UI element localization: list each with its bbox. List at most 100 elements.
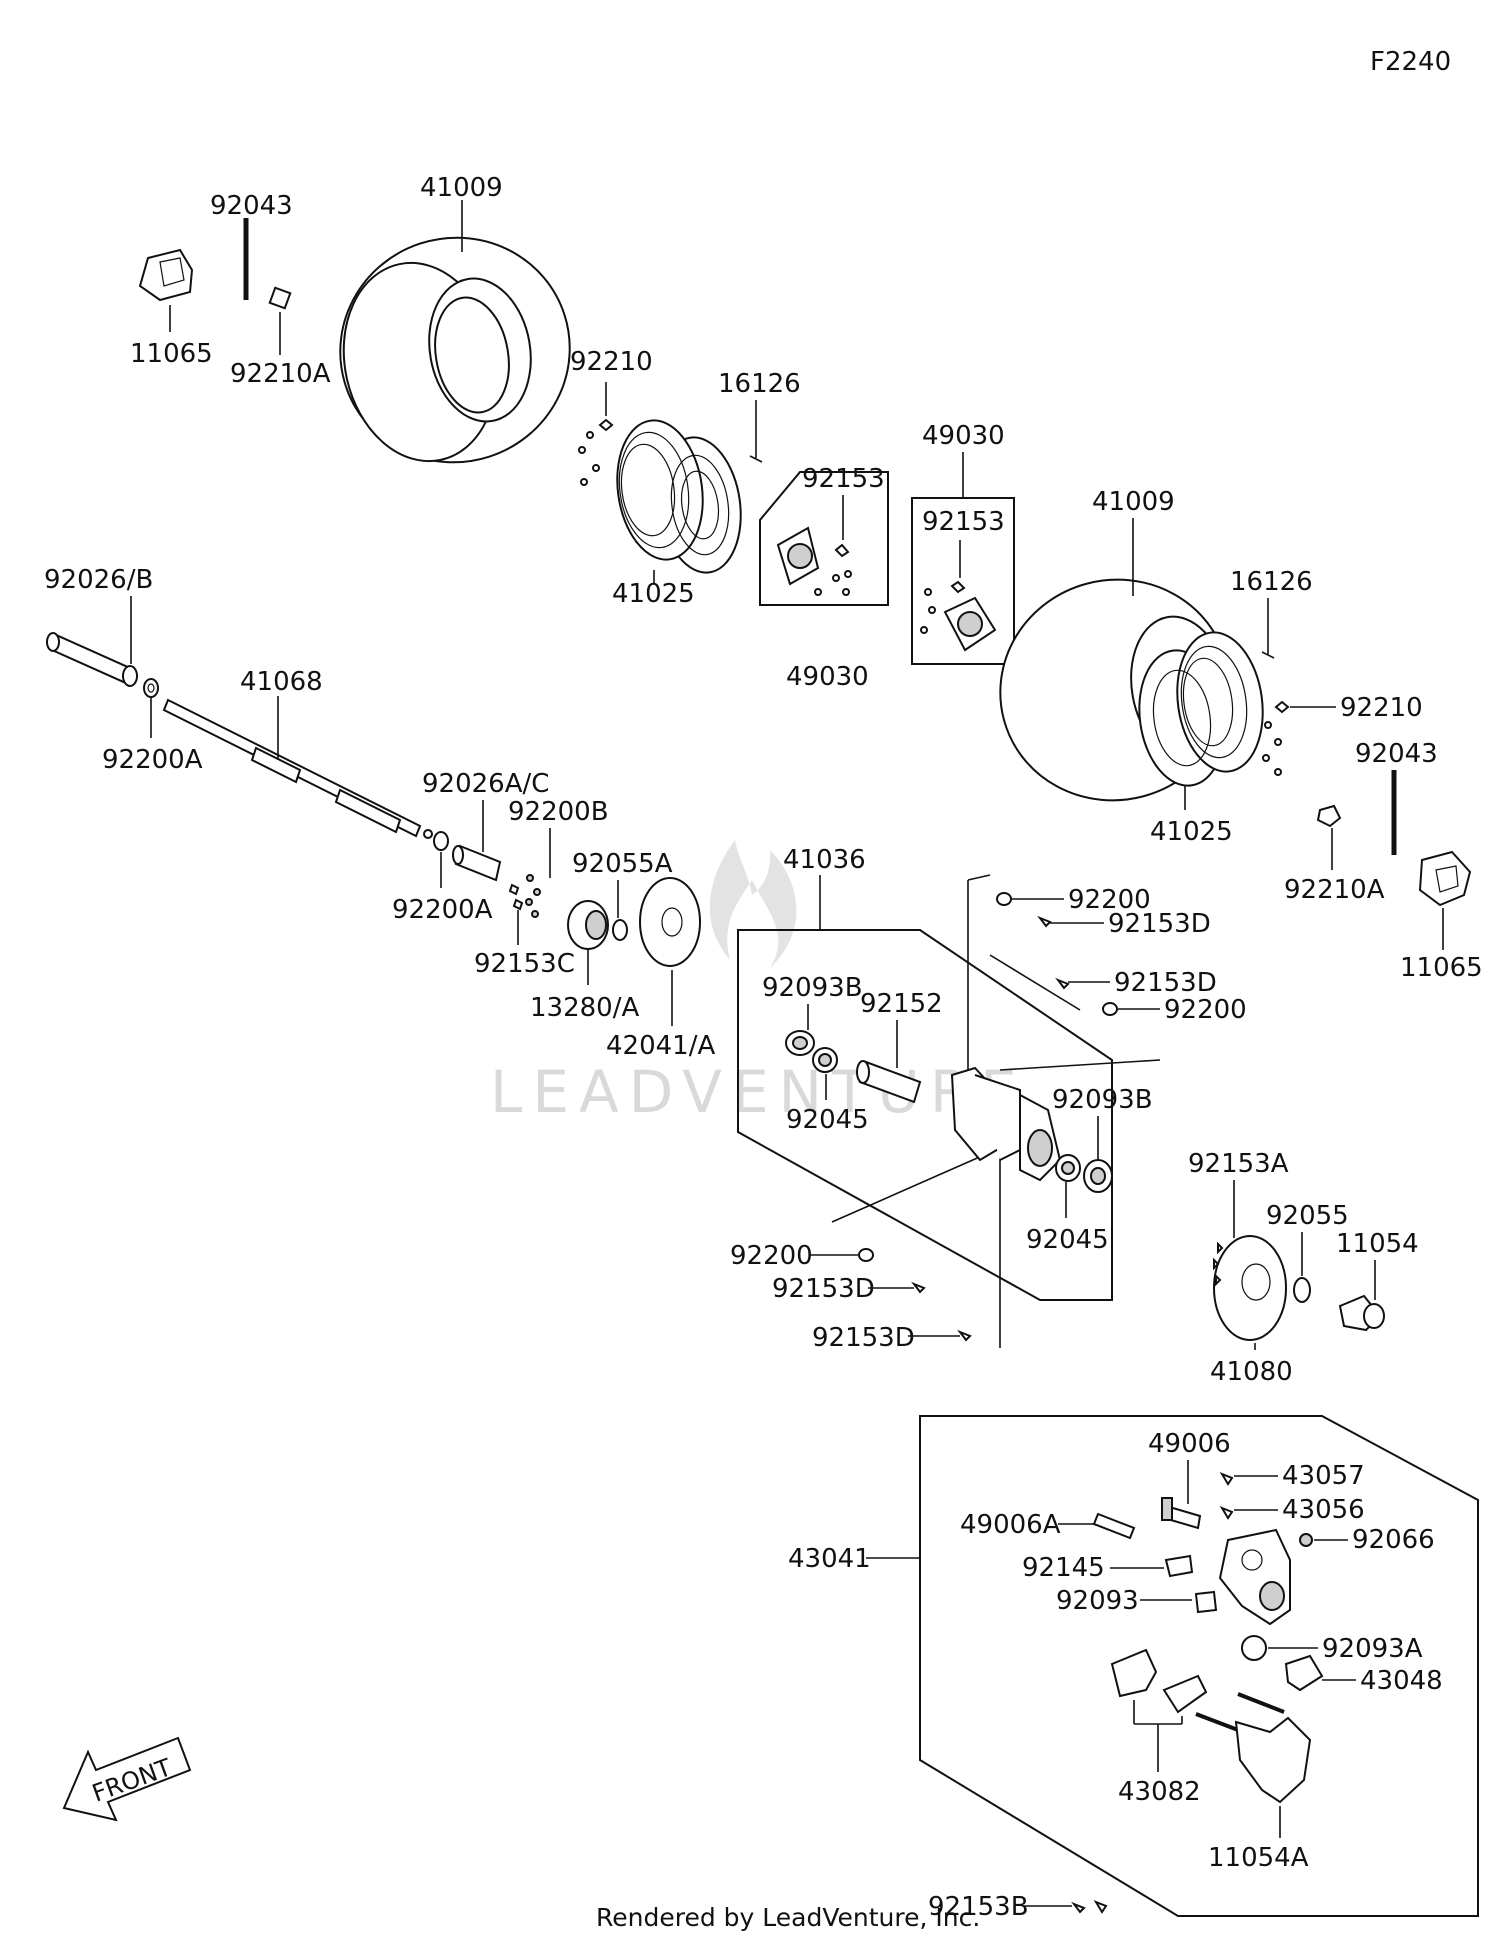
pin-49006 <box>1161 1497 1202 1530</box>
label-92210A-left: 92210A <box>230 359 331 389</box>
label-41009-left: 41009 <box>420 173 503 203</box>
label-92045-right: 92045 <box>1026 1225 1109 1255</box>
label-92200-mid: 92200 <box>1164 995 1247 1025</box>
bracket-11054A <box>1195 1692 1312 1804</box>
washer-92200-bottom <box>858 1248 874 1262</box>
hub-kit-49030-left <box>759 471 889 606</box>
label-92066: 92066 <box>1352 1525 1435 1555</box>
seal-92045-left <box>812 1047 838 1073</box>
label-92093B-left: 92093B <box>762 973 863 1003</box>
label-11054: 11054 <box>1336 1229 1419 1259</box>
tire-41009-left <box>339 236 571 464</box>
axle-shaft-41068 <box>162 698 433 839</box>
washer-92200-mid <box>1102 1002 1118 1016</box>
nut-92210A-right <box>1316 804 1342 828</box>
footer-credit: Rendered by LeadVenture, Inc. <box>596 1903 980 1932</box>
sleeve-92026AC <box>452 844 502 882</box>
label-92153B: 92153B <box>928 1892 1029 1922</box>
bolts-92200B <box>525 874 541 918</box>
label-43048: 43048 <box>1360 1666 1443 1696</box>
piston-43048 <box>1284 1654 1324 1692</box>
label-92093A: 92093A <box>1322 1634 1423 1664</box>
label-92200B: 92200B <box>508 797 609 827</box>
label-92200-bottom: 92200 <box>730 1241 813 1271</box>
label-42041A: 42041/A <box>606 1031 715 1061</box>
label-43057: 43057 <box>1282 1461 1365 1491</box>
hub-13280A <box>567 900 609 950</box>
label-92200A-left: 92200A <box>102 745 203 775</box>
label-43041: 43041 <box>788 1544 871 1574</box>
label-41080: 41080 <box>1210 1357 1293 1387</box>
label-92145: 92145 <box>1022 1553 1105 1583</box>
bolts-92153C <box>508 883 524 911</box>
label-92093: 92093 <box>1056 1586 1139 1616</box>
bolt-92153B-a <box>1071 1901 1086 1914</box>
wheel-41025-right <box>1138 631 1282 787</box>
label-41009-right: 41009 <box>1092 487 1175 517</box>
label-92153A: 92153A <box>1188 1149 1289 1179</box>
bleeder-92066 <box>1299 1533 1313 1547</box>
label-92153D-bottom-a: 92153D <box>772 1274 875 1304</box>
label-92026B: 92026/B <box>44 565 153 595</box>
watermark-text: LEADVENTURE <box>490 1058 1027 1126</box>
sprocket-42041A <box>639 877 701 967</box>
label-92210-left: 92210 <box>570 347 653 377</box>
label-92093B-right: 92093B <box>1052 1085 1153 1115</box>
label-49030-bottom: 49030 <box>786 662 869 692</box>
cap-11065-left <box>138 248 194 302</box>
bolt-92153B-b <box>1093 1899 1108 1914</box>
front-arrow-icon: FRONT <box>62 1736 192 1822</box>
watermark-flame-icon <box>709 840 797 968</box>
caliper-body <box>1218 1528 1291 1626</box>
label-13280A: 13280/A <box>530 993 639 1023</box>
spring-92145 <box>1164 1554 1194 1578</box>
label-92055: 92055 <box>1266 1201 1349 1231</box>
washer-92200A-right <box>433 831 449 851</box>
seal-92045-right <box>1055 1154 1081 1182</box>
label-92026AC: 92026A/C <box>422 769 549 799</box>
housing-frame-41036 <box>737 874 1161 1348</box>
label-92055A: 92055A <box>572 849 673 879</box>
label-92153D-top: 92153D <box>1108 909 1211 939</box>
label-92043-left: 92043 <box>210 191 293 221</box>
bearing-92093B-right <box>1083 1159 1113 1193</box>
collar-92152 <box>856 1060 922 1104</box>
label-92200-top: 92200 <box>1068 885 1151 915</box>
label-43056: 43056 <box>1282 1495 1365 1525</box>
label-49030-top: 49030 <box>922 421 1005 451</box>
label-92210A-right: 92210A <box>1284 875 1385 905</box>
pads-43082 <box>1110 1648 1208 1714</box>
label-92153D-bottom-b: 92153D <box>812 1323 915 1353</box>
label-16126-left: 16126 <box>718 369 801 399</box>
label-41036: 41036 <box>783 845 866 875</box>
figure-code: F2240 <box>1370 47 1451 77</box>
label-49006: 49006 <box>1148 1429 1231 1459</box>
clip-92093 <box>1194 1590 1218 1614</box>
label-92153-right: 92153 <box>922 507 1005 537</box>
oring-92055A <box>612 919 628 941</box>
label-92153C: 92153C <box>474 949 575 979</box>
housing-41036 <box>950 1066 1062 1182</box>
label-11065-left: 11065 <box>130 339 213 369</box>
axle-sleeve-92026B <box>46 632 159 698</box>
label-92152: 92152 <box>860 989 943 1019</box>
oring-92055 <box>1293 1277 1311 1303</box>
wheel-41025-left <box>578 419 742 574</box>
hub-11054 <box>1338 1294 1385 1332</box>
label-92153D-mid: 92153D <box>1114 968 1217 998</box>
label-92045-left: 92045 <box>786 1105 869 1135</box>
label-41025-left: 41025 <box>612 579 695 609</box>
nut-92210A-left <box>268 286 292 310</box>
label-49006A: 49006A <box>960 1510 1061 1540</box>
washer-92200-top <box>996 892 1012 906</box>
label-92200A-right: 92200A <box>392 895 493 925</box>
label-92043-right: 92043 <box>1355 739 1438 769</box>
label-92210-right: 92210 <box>1340 693 1423 723</box>
label-41068: 41068 <box>240 667 323 697</box>
cap-11065-right <box>1418 850 1472 907</box>
label-16126-right: 16126 <box>1230 567 1313 597</box>
label-41025-right: 41025 <box>1150 817 1233 847</box>
seal-92093A <box>1241 1635 1267 1661</box>
caliper-frame-43041 <box>919 1415 1479 1917</box>
